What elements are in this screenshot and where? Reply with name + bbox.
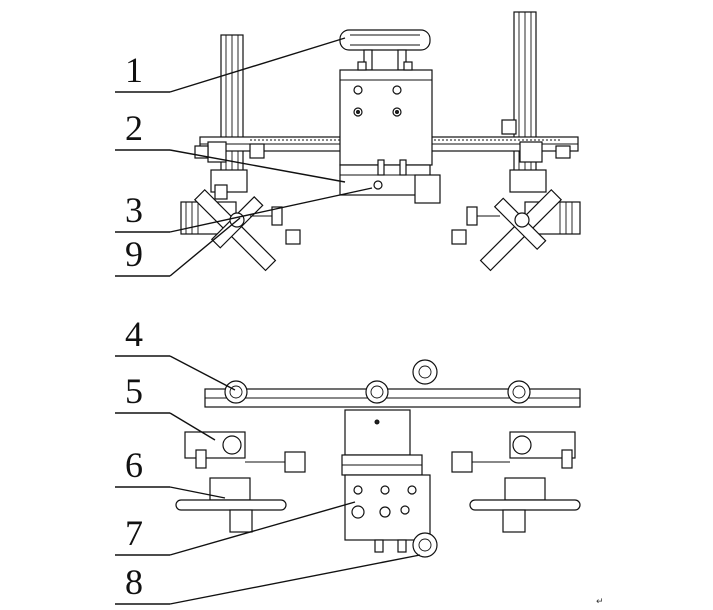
callout-label-6: 6 — [125, 445, 143, 485]
callout-label-9: 9 — [125, 234, 143, 274]
callout-label-4: 4 — [125, 314, 143, 354]
bottom-view-leaders — [115, 355, 421, 605]
top-view-assembly — [180, 11, 581, 272]
callout-label-2: 2 — [125, 108, 143, 148]
top-view-leaders — [115, 37, 373, 277]
callout-label-1: 1 — [125, 50, 143, 90]
return-mark: ↵ — [596, 597, 604, 607]
callout-label-3: 3 — [125, 190, 143, 230]
bottom-view-assembly — [175, 359, 581, 558]
callout-label-7: 7 — [125, 513, 143, 553]
callout-label-8: 8 — [125, 562, 143, 602]
callout-label-5: 5 — [125, 371, 143, 411]
